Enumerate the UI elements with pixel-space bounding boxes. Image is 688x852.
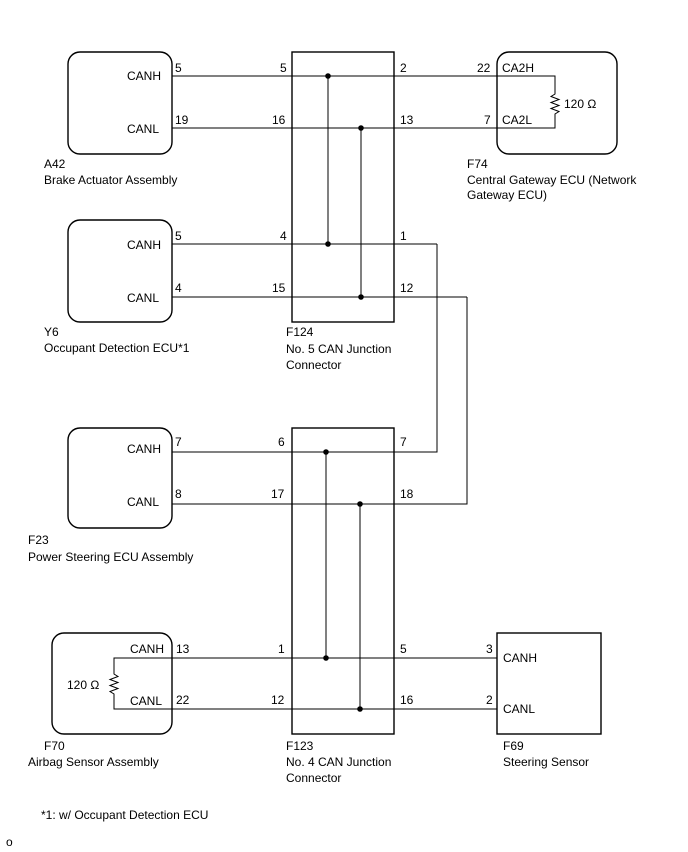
f23-canl-pin: 8 bbox=[175, 487, 182, 501]
y6-code: Y6 bbox=[44, 325, 59, 339]
ecu-a42-box bbox=[67, 51, 173, 155]
f74-name-line1: Central Gateway ECU (Network bbox=[467, 173, 637, 187]
a42-canh-label: CANH bbox=[127, 69, 161, 83]
y6-canl-label: CANL bbox=[127, 291, 159, 305]
f74-canh-pin: 22 bbox=[477, 61, 491, 75]
f69-name: Steering Sensor bbox=[503, 755, 589, 769]
corner-mark: o bbox=[6, 835, 13, 849]
f123-pin-l2: 17 bbox=[271, 487, 285, 501]
a42-canh-pin: 5 bbox=[175, 61, 182, 75]
a42-name: Brake Actuator Assembly bbox=[44, 173, 177, 187]
wire-link-canh bbox=[172, 244, 438, 453]
f74-code: F74 bbox=[467, 157, 488, 171]
f123-pin-r3: 5 bbox=[400, 642, 407, 656]
f124-name-line1: No. 5 CAN Junction bbox=[286, 342, 391, 356]
f70-canh-label: CANH bbox=[130, 642, 164, 656]
y6-canl-pin: 4 bbox=[175, 281, 182, 295]
f70-name: Airbag Sensor Assembly bbox=[28, 755, 159, 769]
wire-link-canl bbox=[172, 297, 468, 505]
y6-canh-pin: 5 bbox=[175, 229, 182, 243]
resistor-f70-icon bbox=[108, 657, 172, 710]
junction-f124-box bbox=[291, 51, 395, 323]
a42-canl-pin: 19 bbox=[175, 113, 189, 127]
junction-f123-box bbox=[291, 427, 395, 735]
f69-canl-pin: 2 bbox=[486, 693, 493, 707]
f124-name-line2: Connector bbox=[286, 358, 341, 372]
f123-name-line1: No. 4 CAN Junction bbox=[286, 755, 391, 769]
f70-canl-label: CANL bbox=[130, 694, 162, 708]
f124-pin-l4: 15 bbox=[272, 281, 286, 295]
f23-name: Power Steering ECU Assembly bbox=[28, 550, 193, 564]
f69-canh-pin: 3 bbox=[486, 642, 493, 656]
f123-pin-r2: 18 bbox=[400, 487, 414, 501]
f124-pin-l3: 4 bbox=[280, 229, 287, 243]
f70-canh-pin: 13 bbox=[176, 642, 190, 656]
f74-name-line2: Gateway ECU) bbox=[467, 188, 547, 202]
junction-dots bbox=[323, 73, 364, 712]
dot-f123-canl-top bbox=[357, 501, 363, 507]
f23-code: F23 bbox=[28, 533, 49, 547]
ecu-f23-box bbox=[67, 427, 173, 529]
f124-pin-r2: 13 bbox=[400, 113, 414, 127]
dot-f124-canh-top bbox=[325, 73, 331, 79]
ecu-y6-box bbox=[67, 219, 173, 323]
ecu-f69-box bbox=[496, 632, 602, 735]
f74-canh-label: CA2H bbox=[502, 61, 534, 75]
dot-f124-canl-bottom bbox=[358, 294, 364, 300]
f23-canh-pin: 7 bbox=[175, 435, 182, 449]
f74-resistor-label: 120 Ω bbox=[564, 97, 596, 111]
f123-pin-l4: 12 bbox=[271, 693, 285, 707]
f74-canl-pin: 7 bbox=[484, 113, 491, 127]
f69-canl-label: CANL bbox=[503, 702, 535, 716]
f23-canh-label: CANH bbox=[127, 442, 161, 456]
f123-pin-l3: 1 bbox=[278, 642, 285, 656]
wires bbox=[172, 75, 497, 710]
f124-pin-l2: 16 bbox=[272, 113, 286, 127]
f123-pin-l1: 6 bbox=[278, 435, 285, 449]
y6-name: Occupant Detection ECU*1 bbox=[44, 341, 190, 355]
a42-canl-label: CANL bbox=[127, 122, 159, 136]
f123-code: F123 bbox=[286, 739, 314, 753]
a42-code: A42 bbox=[44, 157, 66, 171]
f123-pin-r4: 16 bbox=[400, 693, 414, 707]
f124-code: F124 bbox=[286, 325, 314, 339]
f123-pin-r1: 7 bbox=[400, 435, 407, 449]
f69-canh-label: CANH bbox=[503, 651, 537, 665]
f70-code: F70 bbox=[44, 739, 65, 753]
f69-code: F69 bbox=[503, 739, 524, 753]
dot-f123-canh-bottom bbox=[323, 655, 329, 661]
y6-canh-label: CANH bbox=[127, 238, 161, 252]
f70-resistor-label: 120 Ω bbox=[67, 678, 99, 692]
f70-canl-pin: 22 bbox=[176, 693, 190, 707]
f23-canl-label: CANL bbox=[127, 495, 159, 509]
dot-f124-canh-bottom bbox=[325, 241, 331, 247]
f124-pin-r1: 2 bbox=[400, 61, 407, 75]
dot-f124-canl-top bbox=[358, 125, 364, 131]
resistor-f74-icon bbox=[497, 75, 561, 129]
f74-canl-label: CA2L bbox=[502, 113, 532, 127]
f123-name-line2: Connector bbox=[286, 771, 341, 785]
f124-pin-r4: 12 bbox=[400, 281, 414, 295]
f124-pin-r3: 1 bbox=[400, 229, 407, 243]
footnote: *1: w/ Occupant Detection ECU bbox=[41, 808, 208, 822]
dot-f123-canl-bottom bbox=[357, 706, 363, 712]
dot-f123-canh-top bbox=[323, 449, 329, 455]
f124-pin-l1: 5 bbox=[280, 61, 287, 75]
